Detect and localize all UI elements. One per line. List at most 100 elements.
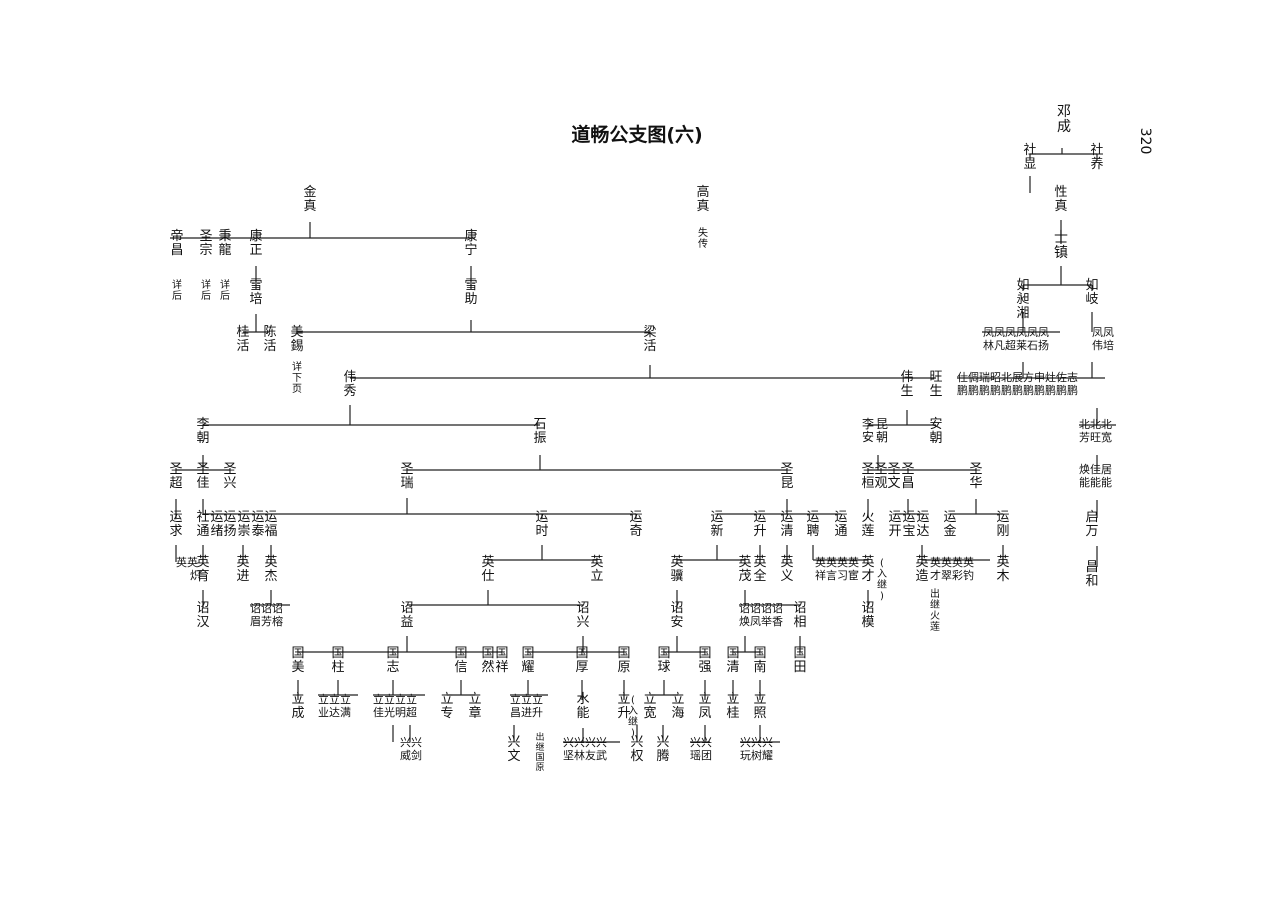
person-label-a10b: 芳旺宽 [1079,430,1112,444]
person-label-m10: 国球 [657,646,670,675]
person-label-g1n: 失传 [698,226,708,250]
person-label-j5: 运崇 [237,510,250,539]
person-label-g7: 雪培 [249,278,262,307]
person-label-n6: 立立立 [510,692,543,706]
person-label-n6b: 昌进升 [510,706,543,719]
person-label-o1b: 威剑 [400,748,422,762]
person-label-k13: 英造 [915,555,928,584]
person-label-l1: 诏汉 [196,601,209,630]
person-label-j19: 运金 [943,510,956,539]
person-label-m8: 国厚 [575,646,588,675]
person-label-a2: 社养 [1090,142,1103,172]
person-label-o7: 兴兴兴 [740,736,773,749]
person-label-k14: 英英英英 [930,555,974,569]
person-label-a8: 凤凤 [1092,326,1114,339]
person-label-i6: 圣桓 [861,462,874,491]
person-label-o2n: 出继国原 [535,731,544,773]
person-label-n8n: (入继) [628,695,638,739]
person-label-j20: 运刚 [996,510,1009,539]
person-label-l2: 诏诏诏 [250,602,283,615]
person-label-l6: 诏诏诏诏 [739,602,783,615]
person-label-m13: 国南 [753,646,766,675]
person-label-g3: 圣宗 [199,229,212,258]
person-label-n1: 立成 [291,692,304,721]
person-label-o6: 兴兴 [690,736,712,749]
person-label-o5: 兴腾 [656,735,669,764]
person-label-g6: 康宁 [464,228,477,258]
person-label-m1: 国美 [291,646,304,675]
person-label-a7b: 林凡超莱石扬 [983,338,1049,352]
person-label-l2b: 眉芳榕 [250,614,283,628]
person-label-a1: 社显 [1023,142,1036,172]
person-label-m6: 国祥 [495,646,508,675]
person-label-g4: 秉龍 [218,228,231,258]
person-label-n10: 立海 [671,692,684,721]
person-label-n2: 立立立 [318,692,351,706]
person-label-k7: 英骥 [670,555,683,584]
person-label-k14n: 出继火莲 [930,587,940,633]
person-label-a3: 性真 [1054,185,1067,214]
person-label-j17: 运宝 [902,510,915,539]
person-label-a12: 启万 [1085,510,1098,539]
person-label-m5: 国然 [481,646,494,675]
person-label-a7: 凤凤凤凤凤凤 [983,326,1049,339]
person-label-j16: 运开 [888,510,901,539]
person-label-a6: 如岐 [1085,277,1098,307]
person-label-n4: 立专 [440,692,453,721]
person-label-k11: 英英英英 [815,555,859,569]
person-label-g11: 美錫 [290,325,303,354]
person-label-k3: 英进 [236,555,249,584]
person-label-g3n: 详后 [201,278,211,302]
person-label-i2: 圣佳 [196,462,209,491]
person-label-h6: 李安 [862,416,874,444]
person-label-g1: 高真 [696,184,709,214]
person-label-i3: 圣兴 [223,462,236,491]
person-label-j12: 运清 [780,510,793,539]
person-label-i5: 圣昆 [780,462,793,491]
person-label-k6: 英立 [590,555,603,584]
person-label-n8: 立升 [617,692,630,721]
person-label-k1: 英英 [176,555,198,569]
person-label-a8b: 伟培 [1092,338,1114,352]
person-label-g2: 帝昌 [170,228,183,258]
person-label-g8: 雪助 [464,278,477,307]
person-label-a10: 北北北 [1079,418,1112,431]
person-label-h5: 石振 [533,417,546,446]
person-label-m9: 国原 [617,646,630,675]
person-label-o2: 兴文 [507,735,520,764]
person-label-m11: 国强 [698,646,711,675]
person-label-m7: 国耀 [521,646,534,675]
person-label-k9: 英全 [753,555,766,584]
person-label-i8: 圣文 [887,462,900,491]
person-label-l4: 诏兴 [576,601,589,630]
person-label-o6b: 瑶团 [690,749,712,762]
person-label-k10: 英义 [780,555,793,584]
person-label-n2b: 业达满 [318,706,351,719]
person-label-n12: 立桂 [726,692,739,721]
person-label-g2n: 详后 [172,278,182,302]
person-label-m3: 国志 [386,646,399,675]
person-label-l3: 诏益 [400,601,413,630]
person-label-h4: 李朝 [196,417,209,446]
person-label-j18: 运达 [916,510,929,539]
person-label-h1: 伟秀 [343,370,356,399]
person-label-n7: 水能 [576,692,589,721]
person-label-a11: 焕佳居 [1079,462,1112,476]
person-label-i4: 圣瑞 [400,462,413,491]
person-label-n5: 立章 [468,692,481,721]
person-label-l7: 诏相 [793,601,806,630]
page-title: 道畅公支图(六) [571,123,702,146]
person-label-g9: 桂活 [236,325,249,354]
person-label-g4n: 详后 [220,278,230,302]
person-label-j7: 运福 [264,510,277,539]
person-label-k2: 英育 [196,555,209,584]
person-label-i7: 圣观 [874,462,887,491]
person-label-h3: 旺生 [929,370,942,399]
person-label-j2: 社通 [196,509,209,539]
person-label-j11: 运升 [753,510,766,539]
person-label-n13: 立照 [753,692,766,721]
person-label-o3: 兴兴兴兴 [563,736,607,749]
connector-lines [170,148,1116,743]
person-label-n9: 立宽 [643,692,656,721]
